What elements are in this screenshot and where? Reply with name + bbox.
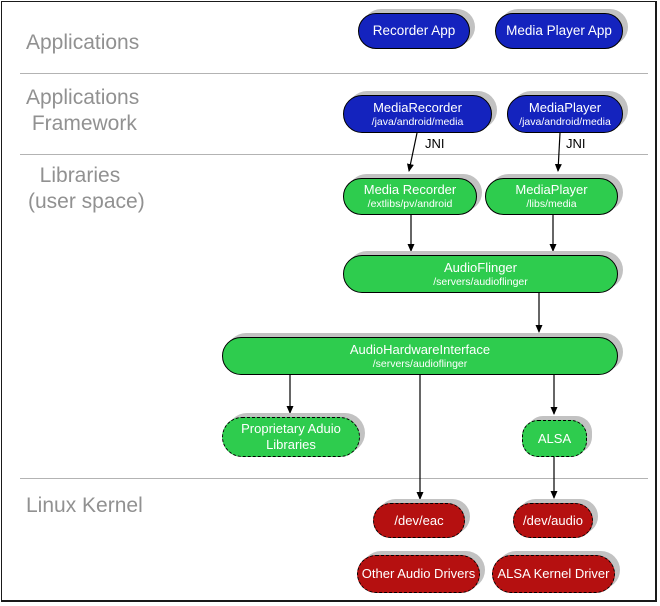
node-audiohardwareinterface: AudioHardwareInterface /servers/audiofli… [222, 337, 618, 375]
node-media-player-app-title: Media Player App [506, 22, 612, 38]
node-proprietary-audio-libraries: Proprietary Aduio Libraries [222, 417, 360, 457]
node-mediarecorder-framework: MediaRecorder /java/android/media [343, 95, 492, 133]
node-dev-eac-title: /dev/eac [394, 512, 444, 528]
node-dev-eac: /dev/eac [373, 503, 465, 538]
divider-applications [20, 73, 648, 74]
jni-label-left: JNI [425, 136, 445, 151]
node-other-audio-drivers: Other Audio Drivers [357, 555, 480, 593]
node-mediaplayer-framework-title: MediaPlayer [528, 99, 602, 115]
layer-label-applications-framework: Applications Framework [26, 86, 140, 135]
node-media-recorder-lib-title: Media Recorder [363, 182, 457, 198]
node-alsa-kernel-driver: ALSA Kernel Driver [492, 555, 615, 593]
node-audioflinger-title: AudioFlinger [444, 259, 517, 275]
node-proprietary-audio-libraries-line1: Proprietary Aduio [241, 421, 341, 437]
node-media-player-app: Media Player App [495, 13, 623, 49]
node-recorder-app-title: Recorder App [372, 22, 456, 38]
node-audiohardwareinterface-title: AudioHardwareInterface [349, 341, 491, 357]
node-mediaplayer-lib: MediaPlayer /libs/media [485, 178, 618, 215]
node-mediarecorder-framework-title: MediaRecorder [373, 99, 462, 115]
node-mediaplayer-lib-title: MediaPlayer [515, 182, 588, 198]
divider-kernel [20, 478, 648, 479]
node-alsa: ALSA [522, 420, 587, 457]
node-mediaplayer-lib-path: /libs/media [526, 198, 577, 210]
node-media-recorder-lib: Media Recorder /extlibs/pv/android [343, 178, 477, 215]
node-alsa-title: ALSA [537, 430, 572, 446]
jni-label-right: JNI [566, 136, 586, 151]
node-recorder-app: Recorder App [358, 13, 470, 49]
node-audioflinger: AudioFlinger /servers/audioflinger [343, 255, 618, 293]
layer-label-linux-kernel: Linux Kernel [26, 494, 143, 517]
node-mediaplayer-framework-path: /java/android/media [519, 115, 611, 128]
node-media-recorder-lib-path: /extlibs/pv/android [367, 198, 453, 210]
node-other-audio-drivers-title: Other Audio Drivers [361, 566, 476, 582]
node-mediaplayer-framework: MediaPlayer /java/android/media [507, 95, 623, 133]
node-dev-audio: /dev/audio [513, 503, 593, 538]
divider-framework [20, 154, 648, 155]
node-proprietary-audio-libraries-line2: Libraries [266, 437, 316, 452]
node-audiohardwareinterface-path: /servers/audioflinger [372, 357, 468, 370]
layer-label-libraries: Libraries (user space) [28, 164, 145, 213]
node-mediarecorder-framework-path: /java/android/media [371, 115, 464, 128]
node-alsa-kernel-driver-title: ALSA Kernel Driver [497, 566, 610, 582]
node-audioflinger-path: /servers/audioflinger [433, 275, 528, 288]
node-dev-audio-title: /dev/audio [523, 512, 583, 528]
layer-label-applications: Applications [26, 31, 140, 54]
